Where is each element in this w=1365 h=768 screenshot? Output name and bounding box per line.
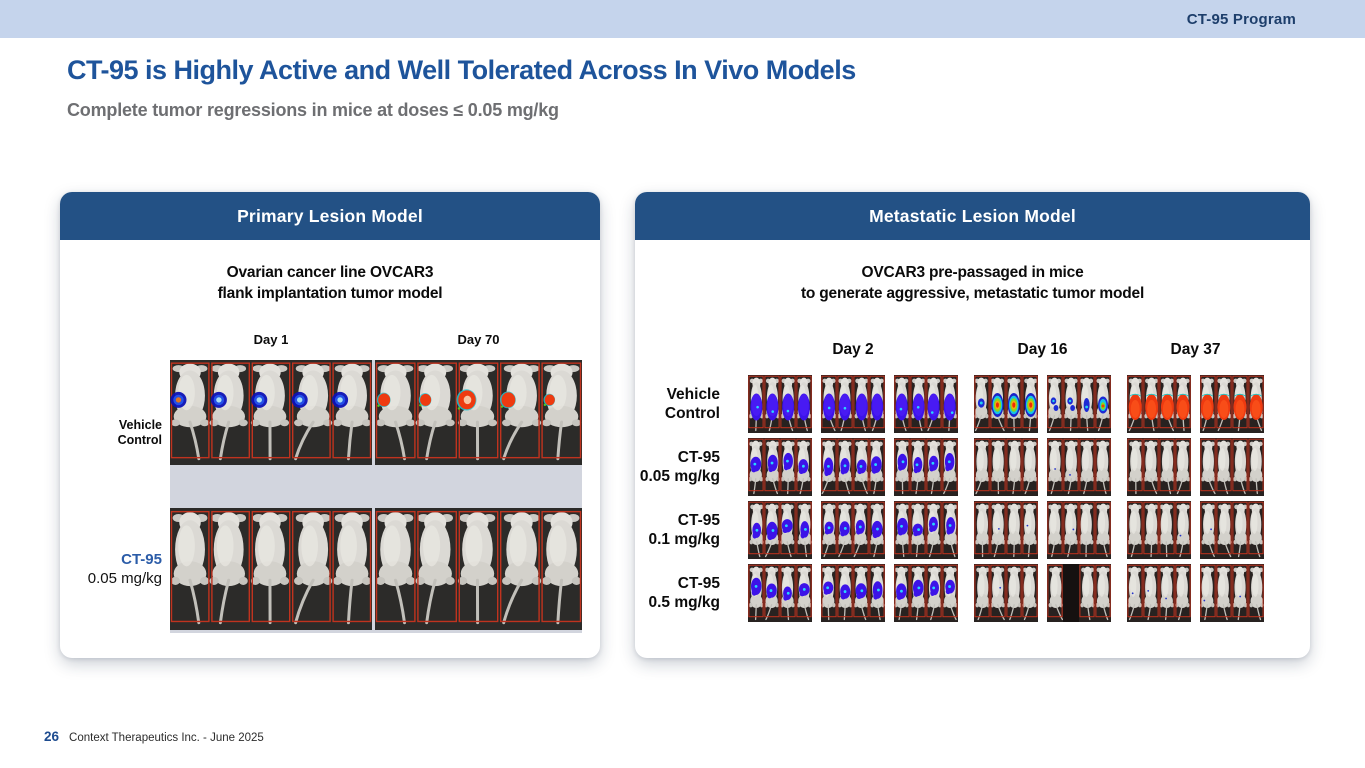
mouse-tile bbox=[894, 375, 958, 433]
mouse-tile bbox=[1047, 438, 1111, 496]
day-tile-group bbox=[974, 501, 1111, 559]
primary-vehicle-line2: Control bbox=[117, 433, 162, 447]
mouse-tile bbox=[974, 375, 1038, 433]
primary-column-day1: Day 1 bbox=[253, 332, 289, 347]
metastatic-day-header-row: Day 2 Day 16 Day 37 bbox=[635, 341, 1310, 359]
day-tile-group bbox=[974, 564, 1111, 622]
row-label-line2: 0.5 mg/kg bbox=[648, 594, 721, 611]
footer: 26 Context Therapeutics Inc. - June 2025 bbox=[44, 729, 264, 744]
mouse-tile bbox=[894, 564, 958, 622]
primary-row-label-vehicle: Vehicle Control bbox=[70, 360, 162, 506]
mouse-tile bbox=[1047, 501, 1111, 559]
mouse-tile bbox=[1127, 564, 1191, 622]
primary-row-label-ct95: CT-95 0.05 mg/kg bbox=[60, 508, 162, 630]
page-number: 26 bbox=[44, 729, 60, 744]
primary-description: Ovarian cancer line OVCAR3 flank implant… bbox=[60, 262, 600, 304]
primary-vehicle-line1: Vehicle bbox=[118, 418, 162, 432]
mouse-tile-row bbox=[748, 501, 1264, 559]
primary-ct95-dose: 0.05 mg/kg bbox=[87, 570, 162, 587]
mouse-tile bbox=[894, 501, 958, 559]
mouse-tile-row bbox=[748, 564, 1264, 622]
mouse-tile bbox=[821, 501, 885, 559]
day-tile-group bbox=[974, 375, 1111, 433]
metastatic-row-label: CT-95 0.5 mg/kg bbox=[635, 574, 721, 612]
mouse-strip-vehicle-day70 bbox=[375, 360, 582, 465]
metastatic-column-day2: Day 2 bbox=[832, 341, 874, 358]
metastatic-grid: Vehicle Control CT-95 0.05 mg/kg CT-95 0… bbox=[635, 375, 1310, 627]
mouse-tile bbox=[821, 564, 885, 622]
program-label: CT-95 Program bbox=[1186, 10, 1296, 28]
mouse-tile bbox=[974, 438, 1038, 496]
day-tile-group bbox=[1127, 564, 1264, 622]
mouse-tile bbox=[894, 438, 958, 496]
page-title: CT-95 is Highly Active and Well Tolerate… bbox=[67, 55, 856, 85]
row-label-line1: CT-95 bbox=[677, 575, 720, 592]
mouse-tile bbox=[1200, 564, 1264, 622]
primary-card-title: Primary Lesion Model bbox=[237, 205, 423, 226]
metastatic-column-day37: Day 37 bbox=[1170, 341, 1221, 358]
mouse-tile bbox=[1047, 564, 1111, 622]
mouse-tile bbox=[1047, 375, 1111, 433]
metastatic-card-header: Metastatic Lesion Model bbox=[635, 192, 1310, 240]
mouse-strip-ct95-day70 bbox=[375, 508, 582, 630]
metastatic-description-line2: to generate aggressive, metastatic tumor… bbox=[800, 285, 1145, 302]
metastatic-row-label: Vehicle Control bbox=[635, 385, 720, 423]
footer-text: Context Therapeutics Inc. - June 2025 bbox=[69, 732, 264, 744]
primary-description-line2: flank implantation tumor model bbox=[217, 285, 443, 302]
row-label-line1: Vehicle bbox=[666, 386, 720, 403]
mouse-tile-row bbox=[748, 375, 1264, 433]
metastatic-row-label: CT-95 0.1 mg/kg bbox=[635, 511, 721, 549]
primary-column-day70: Day 70 bbox=[457, 332, 500, 347]
primary-ct95-name: CT-95 bbox=[121, 551, 162, 568]
metastatic-lesion-card: Metastatic Lesion Model OVCAR3 pre-passa… bbox=[635, 192, 1310, 658]
page-subtitle: Complete tumor regressions in mice at do… bbox=[67, 100, 559, 120]
metastatic-column-day16: Day 16 bbox=[1017, 341, 1068, 358]
mouse-tile bbox=[1127, 375, 1191, 433]
top-bar: CT-95 Program bbox=[0, 0, 1365, 38]
day-tile-group bbox=[1127, 375, 1264, 433]
row-label-line1: CT-95 bbox=[677, 449, 720, 466]
mouse-tile bbox=[748, 564, 812, 622]
row-label-line1: CT-95 bbox=[677, 512, 720, 529]
row-label-line2: Control bbox=[664, 405, 720, 422]
mouse-tile bbox=[1200, 375, 1264, 433]
metastatic-row-vehicle: Vehicle Control bbox=[635, 375, 1310, 433]
day-tile-group bbox=[974, 438, 1111, 496]
primary-lesion-card: Primary Lesion Model Ovarian cancer line… bbox=[60, 192, 600, 658]
mouse-tile bbox=[821, 375, 885, 433]
mouse-tile bbox=[1127, 501, 1191, 559]
day-tile-group bbox=[748, 438, 958, 496]
metastatic-card-title: Metastatic Lesion Model bbox=[869, 205, 1076, 226]
day-tile-group bbox=[748, 375, 958, 433]
mouse-tile bbox=[821, 438, 885, 496]
mouse-tile bbox=[748, 375, 812, 433]
metastatic-description: OVCAR3 pre-passaged in mice to generate … bbox=[635, 262, 1310, 304]
primary-card-header: Primary Lesion Model bbox=[60, 192, 600, 240]
day-tile-group bbox=[748, 501, 958, 559]
mouse-tile bbox=[748, 438, 812, 496]
mouse-strip-vehicle-day1 bbox=[170, 360, 372, 465]
day-tile-group bbox=[748, 564, 958, 622]
mouse-tile bbox=[1127, 438, 1191, 496]
metastatic-row-label: CT-95 0.05 mg/kg bbox=[635, 448, 720, 486]
mouse-tile bbox=[748, 501, 812, 559]
row-label-line2: 0.05 mg/kg bbox=[639, 468, 720, 485]
mouse-tile bbox=[1200, 438, 1264, 496]
mouse-tile bbox=[1200, 501, 1264, 559]
mouse-tile-row bbox=[748, 438, 1264, 496]
mouse-strip-ct95-day1 bbox=[170, 508, 372, 630]
day-tile-group bbox=[1127, 501, 1264, 559]
row-label-line2: 0.1 mg/kg bbox=[648, 531, 721, 548]
day-tile-group bbox=[1127, 438, 1264, 496]
mouse-tile bbox=[974, 501, 1038, 559]
primary-description-line1: Ovarian cancer line OVCAR3 bbox=[226, 264, 434, 281]
metastatic-row-dose05: CT-95 0.5 mg/kg bbox=[635, 564, 1310, 622]
metastatic-row-dose01: CT-95 0.1 mg/kg bbox=[635, 501, 1310, 559]
primary-image-block bbox=[170, 360, 582, 633]
metastatic-row-dose005: CT-95 0.05 mg/kg bbox=[635, 438, 1310, 496]
mouse-tile bbox=[974, 564, 1038, 622]
metastatic-description-line1: OVCAR3 pre-passaged in mice bbox=[861, 264, 1084, 281]
